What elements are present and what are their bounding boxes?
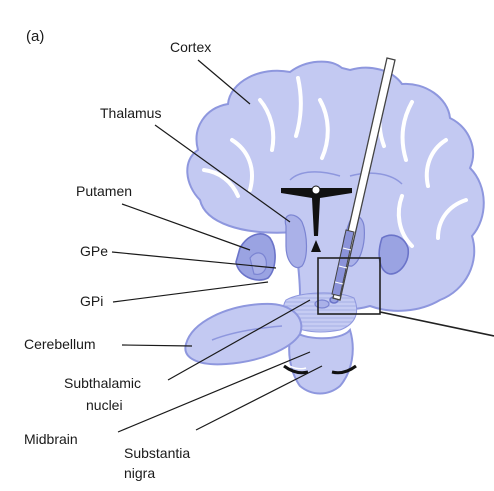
label-putamen: Putamen: [76, 183, 132, 199]
cerebral-cortex: [187, 62, 483, 311]
label-substantia-line2: nigra: [124, 465, 155, 481]
label-gpi: GPi: [80, 293, 103, 309]
label-cortex: Cortex: [170, 39, 211, 55]
basal-ganglia-left: [236, 234, 275, 280]
cerebellum: [185, 304, 301, 364]
label-gpe: GPe: [80, 243, 108, 259]
label-midbrain: Midbrain: [24, 431, 78, 447]
label-subthalamic-line2: nuclei: [86, 397, 123, 413]
label-subthalamic-line1: Subthalamic: [64, 375, 141, 391]
label-substantia-line1: Substantia: [124, 445, 190, 461]
label-cerebellum: Cerebellum: [24, 336, 96, 352]
panel-label: (a): [26, 28, 44, 45]
midbrain: [283, 293, 356, 394]
label-thalamus: Thalamus: [100, 105, 161, 121]
